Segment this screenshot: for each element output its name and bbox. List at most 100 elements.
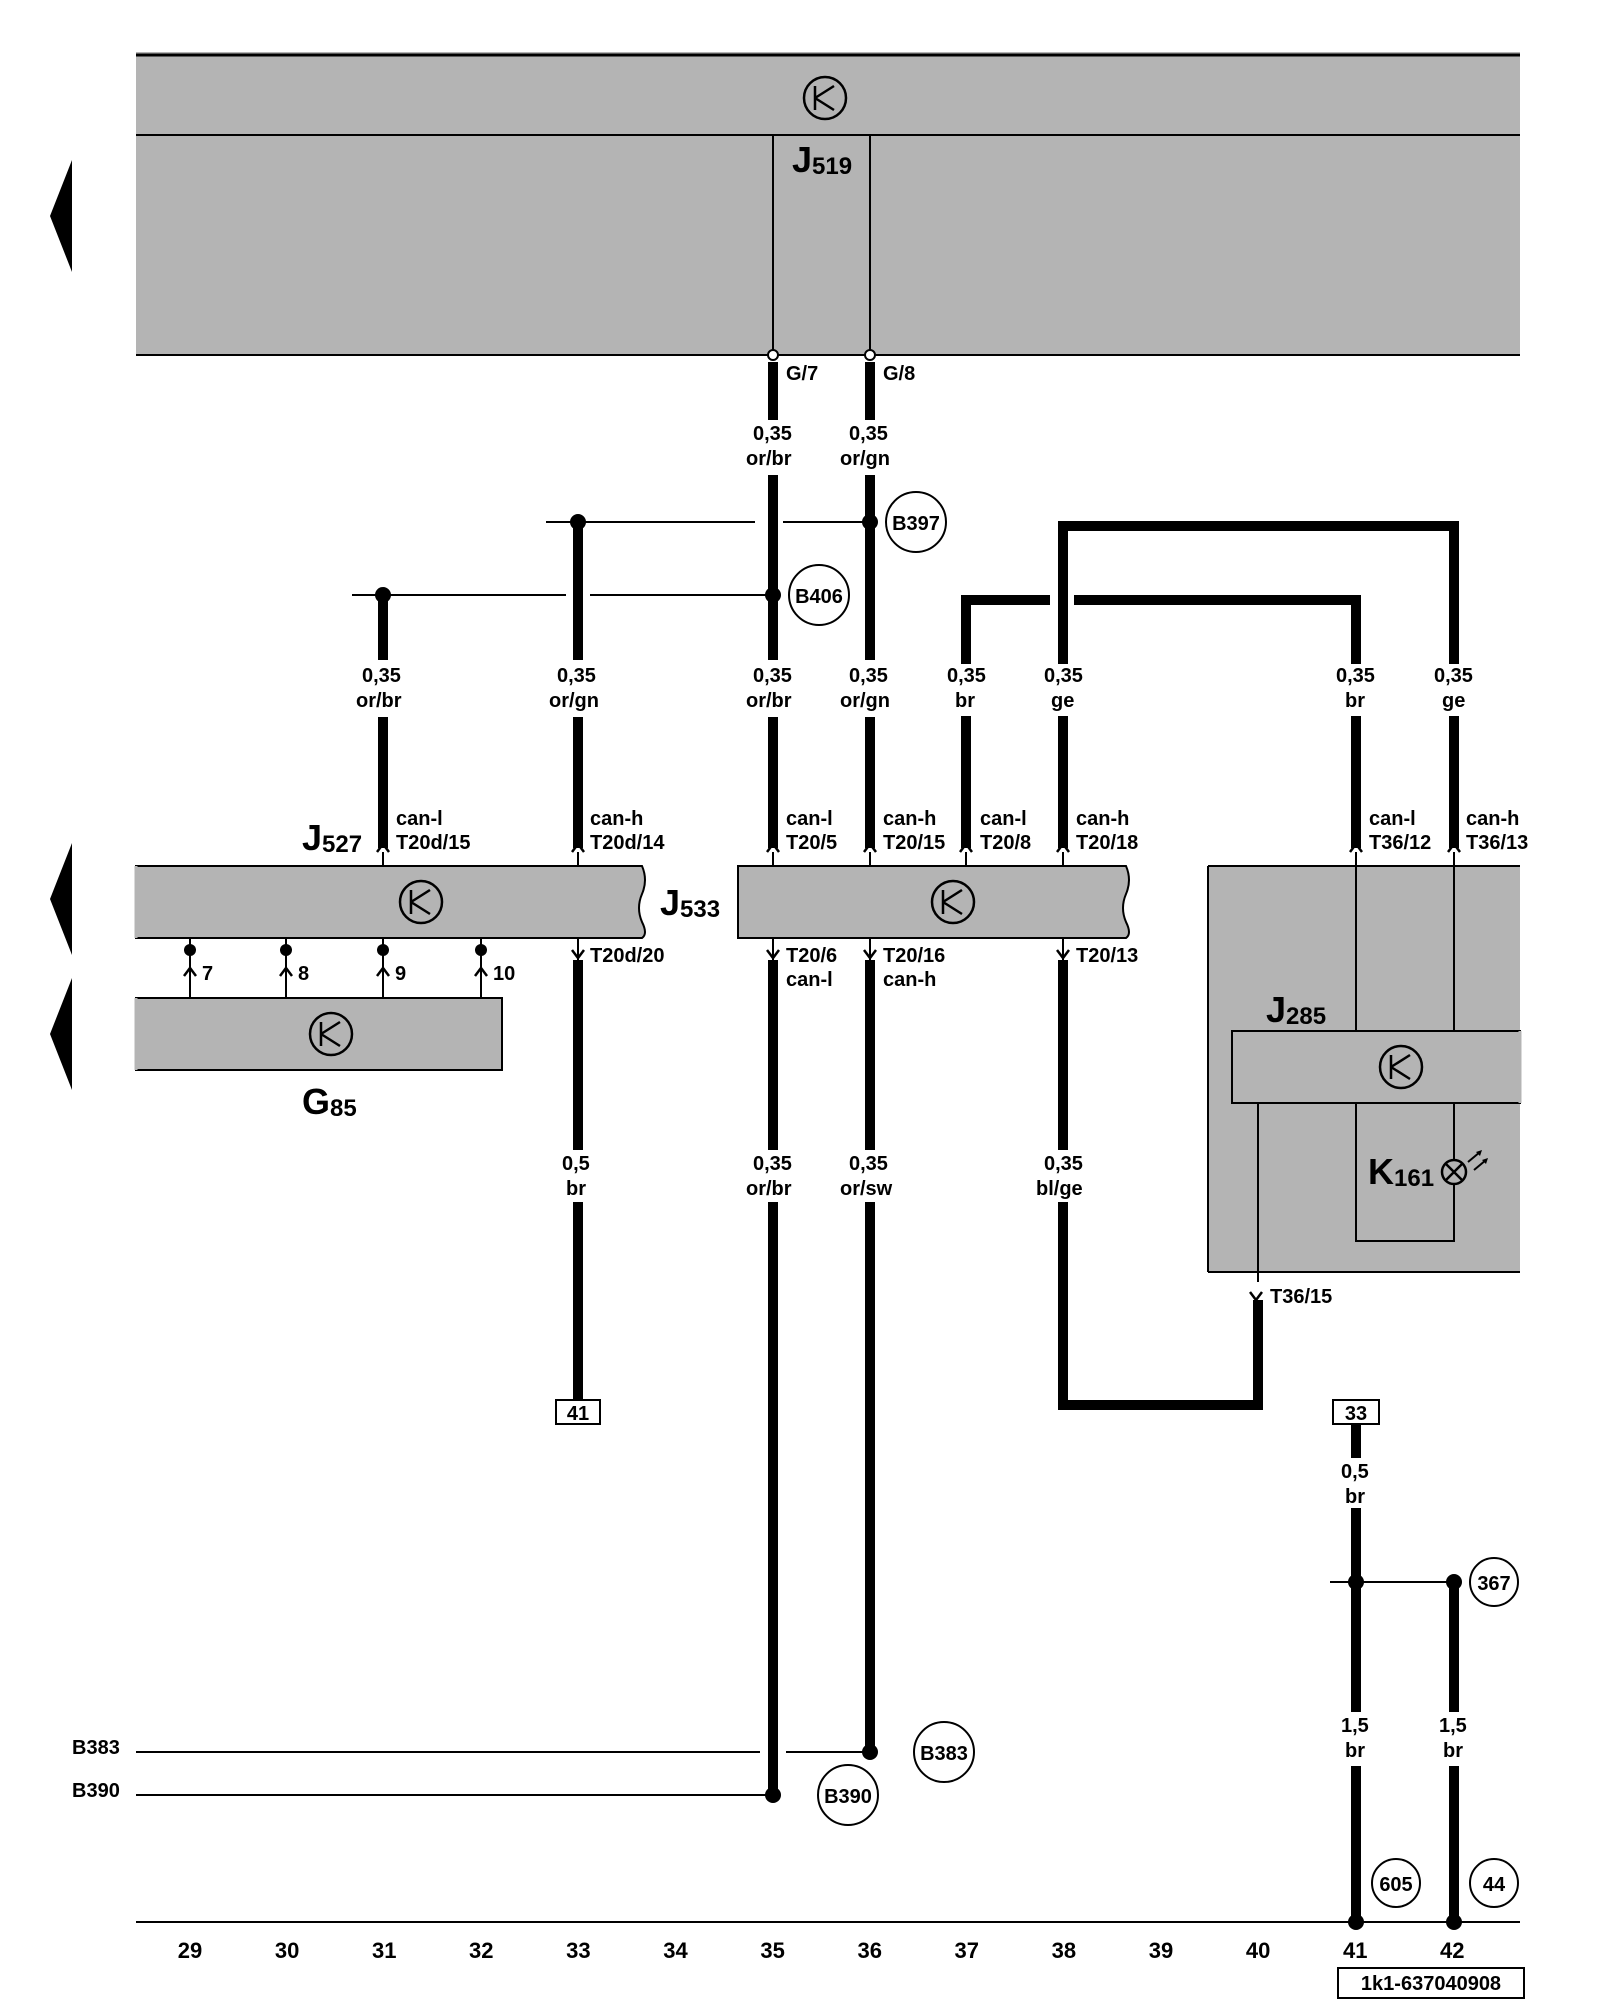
pin-t20-13: T20/13 xyxy=(1076,945,1138,967)
pin-t20d15: T20d/15 xyxy=(396,832,470,854)
warning-lamp-icon xyxy=(1440,1150,1488,1186)
j519-control-unit[interactable]: J519 xyxy=(136,52,1520,356)
control-unit-icon xyxy=(398,879,444,925)
wire-color: or/gn xyxy=(840,690,890,712)
g85-label: G85 xyxy=(302,1081,357,1122)
wire-size: 0,35 xyxy=(753,665,792,687)
wire-size: 0,35 xyxy=(557,665,596,687)
column-number: 34 xyxy=(663,1938,688,1963)
j527-label: J527 xyxy=(302,817,362,858)
column-number: 30 xyxy=(275,1938,299,1963)
j527-g85-connection[interactable] xyxy=(183,938,488,998)
signal-canl: can-l xyxy=(980,808,1027,830)
column-number: 36 xyxy=(857,1938,881,1963)
control-unit-icon xyxy=(930,879,976,925)
g85-sensor[interactable] xyxy=(134,997,503,1071)
ref-33[interactable]: 33 xyxy=(1332,1399,1380,1425)
column-number: 35 xyxy=(760,1938,784,1963)
pin-t20-6: T20/6 xyxy=(786,945,837,967)
wire-col37-loop[interactable] xyxy=(961,595,1361,848)
wire-color: or/br xyxy=(356,690,402,712)
wire-color: or/gn xyxy=(840,448,890,470)
k161-label: K161 xyxy=(1368,1151,1434,1192)
svg-text:33: 33 xyxy=(1345,1403,1367,1425)
pin-t20-16: T20/16 xyxy=(883,945,945,967)
pin-t20d14: T20d/14 xyxy=(590,832,665,854)
wire-color: or/br xyxy=(746,690,792,712)
wire-color: br xyxy=(1443,1740,1463,1762)
node-b406: B406 xyxy=(795,586,843,608)
signal-canh: can-h xyxy=(590,808,643,830)
wire-color: br xyxy=(1345,690,1365,712)
wire-col38-loop[interactable] xyxy=(1058,521,1459,848)
splice-b383[interactable]: B383 xyxy=(136,1721,975,1783)
splice-b390[interactable]: B390 xyxy=(136,1764,879,1826)
column-number: 32 xyxy=(469,1938,493,1963)
wire-color: or/gn xyxy=(549,690,599,712)
pin-10: 10 xyxy=(493,963,515,985)
column-number: 39 xyxy=(1149,1938,1173,1963)
node-b383: B383 xyxy=(920,1743,968,1765)
pin-t36-13: T36/13 xyxy=(1466,832,1528,854)
wire-size: 0,35 xyxy=(1044,665,1083,687)
wire-color: or/sw xyxy=(840,1178,893,1200)
column-number: 41 xyxy=(1343,1938,1367,1963)
wire-col38-lower[interactable] xyxy=(1058,960,1263,1410)
column-number: 38 xyxy=(1052,1938,1076,1963)
continuation-arrow-middle[interactable] xyxy=(50,843,72,955)
document-id: 1k1-637040908 xyxy=(1337,1967,1525,1999)
wire-size: 1,5 xyxy=(1341,1715,1369,1737)
wire-color: bl/ge xyxy=(1036,1178,1083,1200)
ground-44[interactable]: 44 xyxy=(1469,1858,1519,1908)
pin-t20-5: T20/5 xyxy=(786,832,837,854)
j285-instrument-cluster[interactable] xyxy=(1207,852,1522,1282)
signal-canl: can-l xyxy=(396,808,443,830)
pin-t36-12: T36/12 xyxy=(1369,832,1431,854)
pin-t36-15: T36/15 xyxy=(1270,1286,1332,1308)
column-number: 42 xyxy=(1440,1938,1464,1963)
node-b397: B397 xyxy=(892,513,940,535)
pin-7: 7 xyxy=(202,963,213,985)
signal-canh: can-h xyxy=(1466,808,1519,830)
continuation-arrow-top[interactable] xyxy=(50,160,72,272)
wire-size: 0,35 xyxy=(1336,665,1375,687)
control-unit-icon xyxy=(308,1011,354,1057)
node-b390: B390 xyxy=(824,1786,872,1808)
continuation-arrow-lower[interactable] xyxy=(50,978,72,1090)
wire-color: br xyxy=(566,1178,586,1200)
pin-t20-8: T20/8 xyxy=(980,832,1031,854)
wire-size: 0,35 xyxy=(1044,1153,1083,1175)
node-44: 44 xyxy=(1483,1874,1506,1896)
signal-canl: can-l xyxy=(786,969,833,991)
node-367: 367 xyxy=(1477,1573,1510,1595)
pin-t20d20: T20d/20 xyxy=(590,945,664,967)
wire-color: br xyxy=(1345,1740,1365,1762)
ref-41[interactable]: 41 xyxy=(555,1399,601,1425)
wire-size: 1,5 xyxy=(1439,1715,1467,1737)
signal-canh: can-h xyxy=(883,808,936,830)
svg-text:1k1-637040908: 1k1-637040908 xyxy=(1361,1973,1501,1995)
side-label-b383: B383 xyxy=(72,1737,120,1759)
wire-size: 0,35 xyxy=(362,665,401,687)
pin-g8: G/8 xyxy=(883,363,915,385)
wire-size: 0,35 xyxy=(849,665,888,687)
column-number: 37 xyxy=(955,1938,979,1963)
column-number: 31 xyxy=(372,1938,396,1963)
wire-color: br xyxy=(1345,1486,1365,1508)
wire-color: ge xyxy=(1442,690,1465,712)
splice-b397[interactable]: B397 xyxy=(546,491,947,553)
wire-size: 0,5 xyxy=(1341,1461,1369,1483)
pin-arrows-top xyxy=(376,841,1461,853)
pin-t20-18: T20/18 xyxy=(1076,832,1138,854)
wire-size: 0,35 xyxy=(849,1153,888,1175)
wire-color: ge xyxy=(1051,690,1074,712)
j533-control-unit[interactable] xyxy=(737,865,1130,939)
pin-g7: G/7 xyxy=(786,363,818,385)
wire-color: or/br xyxy=(746,1178,792,1200)
signal-canl: can-l xyxy=(786,808,833,830)
j527-control-unit[interactable] xyxy=(134,865,646,939)
j285-label: J285 xyxy=(1266,989,1326,1030)
ground-605[interactable]: 605 xyxy=(1371,1858,1421,1908)
